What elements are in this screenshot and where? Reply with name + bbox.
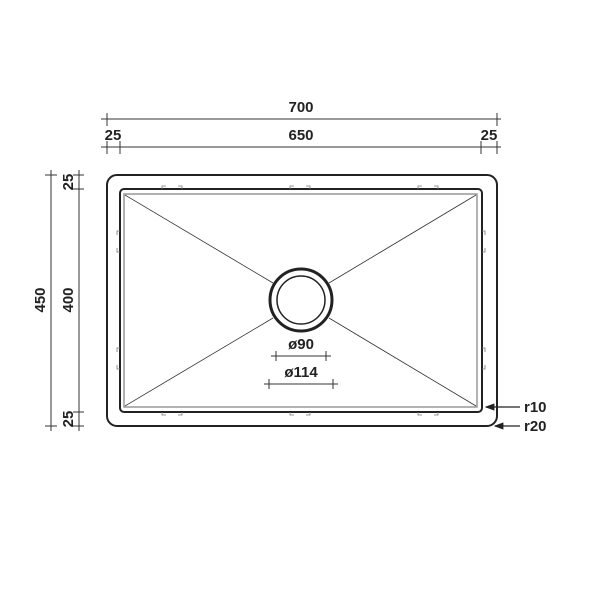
bowl-width-label: 650 <box>288 127 313 144</box>
bowl-floor <box>123 193 478 408</box>
bowl-depth-label: 400 <box>60 287 77 312</box>
overall-width-label: 700 <box>288 99 313 116</box>
depth-dimension <box>45 170 84 431</box>
drain-outer-label: ø114 <box>284 364 318 381</box>
sink-outer-edge <box>106 174 498 427</box>
drain-dimensions <box>264 351 338 389</box>
bottom-rim-label: 25 <box>60 411 77 428</box>
outer-radius-label: r20 <box>524 418 547 435</box>
top-rim-label: 25 <box>60 174 77 191</box>
drain-inner-label: ø90 <box>288 336 314 353</box>
right-rim-label: 25 <box>481 127 498 144</box>
drain-outer <box>268 267 334 333</box>
left-rim-label: 25 <box>105 127 122 144</box>
mounting-clips <box>116 185 486 416</box>
width-dimension <box>101 113 501 154</box>
bowl-edge <box>119 188 483 413</box>
inner-radius-label: r10 <box>524 399 547 416</box>
overall-depth-label: 450 <box>32 287 49 312</box>
drain-inner <box>276 275 326 325</box>
floor-slope-lines <box>124 194 477 407</box>
